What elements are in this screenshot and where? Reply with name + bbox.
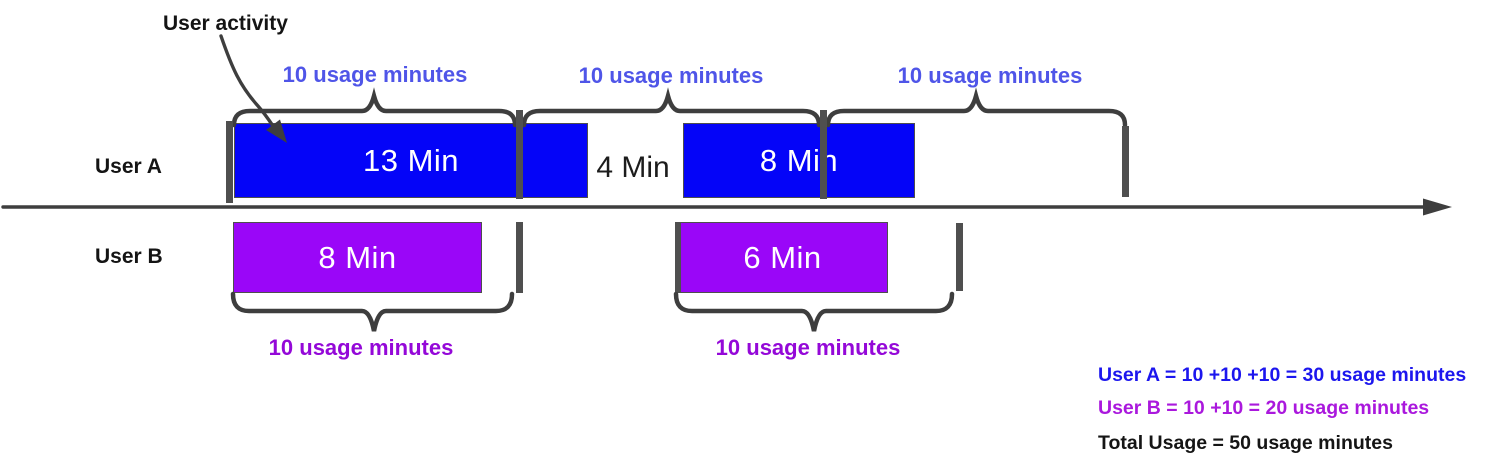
user-b-row-label: User B xyxy=(95,245,163,268)
usage-block-label-b2: 10 usage minutes xyxy=(715,335,901,360)
user-a-gap-label: 4 Min xyxy=(596,151,670,184)
user-a-bar-13min-label: 13 Min xyxy=(362,142,460,178)
underbrace-block-b2 xyxy=(673,291,955,332)
user-a-row-label: User A xyxy=(95,155,162,178)
summary-user-b: User B = 10 +10 = 20 usage minutes xyxy=(1098,397,1430,419)
usage-block-label-a1: 10 usage minutes xyxy=(282,62,468,87)
usage-block-label-a2: 10 usage minutes xyxy=(578,63,764,88)
user-activity-arrow-curve xyxy=(219,34,275,128)
tick-user-a-start xyxy=(226,121,233,203)
overbrace-block-a2 xyxy=(521,87,822,128)
user-b-bar-8min-label: 8 Min xyxy=(318,239,397,275)
user-b-bar-6min: 6 Min xyxy=(677,222,888,293)
tick-user-b-10min xyxy=(516,222,523,293)
overbrace-block-a1 xyxy=(231,87,518,128)
timeline-arrowhead-icon xyxy=(1423,198,1452,216)
usage-block-label-b1: 10 usage minutes xyxy=(268,335,454,360)
user-a-bar-8min: 8 Min xyxy=(683,123,915,198)
user-a-bar-8min-label: 8 Min xyxy=(759,142,839,178)
overbrace-block-a3 xyxy=(825,87,1128,128)
user-b-bar-6min-label: 6 Min xyxy=(743,239,822,275)
tick-user-a-30min xyxy=(1122,126,1129,197)
user-a-bar-13min: 13 Min xyxy=(234,123,588,198)
user-activity-label: User activity xyxy=(163,12,288,35)
usage-block-label-a3: 10 usage minutes xyxy=(897,63,1083,88)
underbrace-block-b1 xyxy=(230,291,515,332)
user-b-bar-8min: 8 Min xyxy=(233,222,482,293)
timeline-arrow xyxy=(1,198,1452,216)
summary-user-a: User A = 10 +10 +10 = 30 usage minutes xyxy=(1098,364,1467,386)
tick-user-b-20min xyxy=(956,223,963,291)
summary-total: Total Usage = 50 usage minutes xyxy=(1098,432,1393,454)
